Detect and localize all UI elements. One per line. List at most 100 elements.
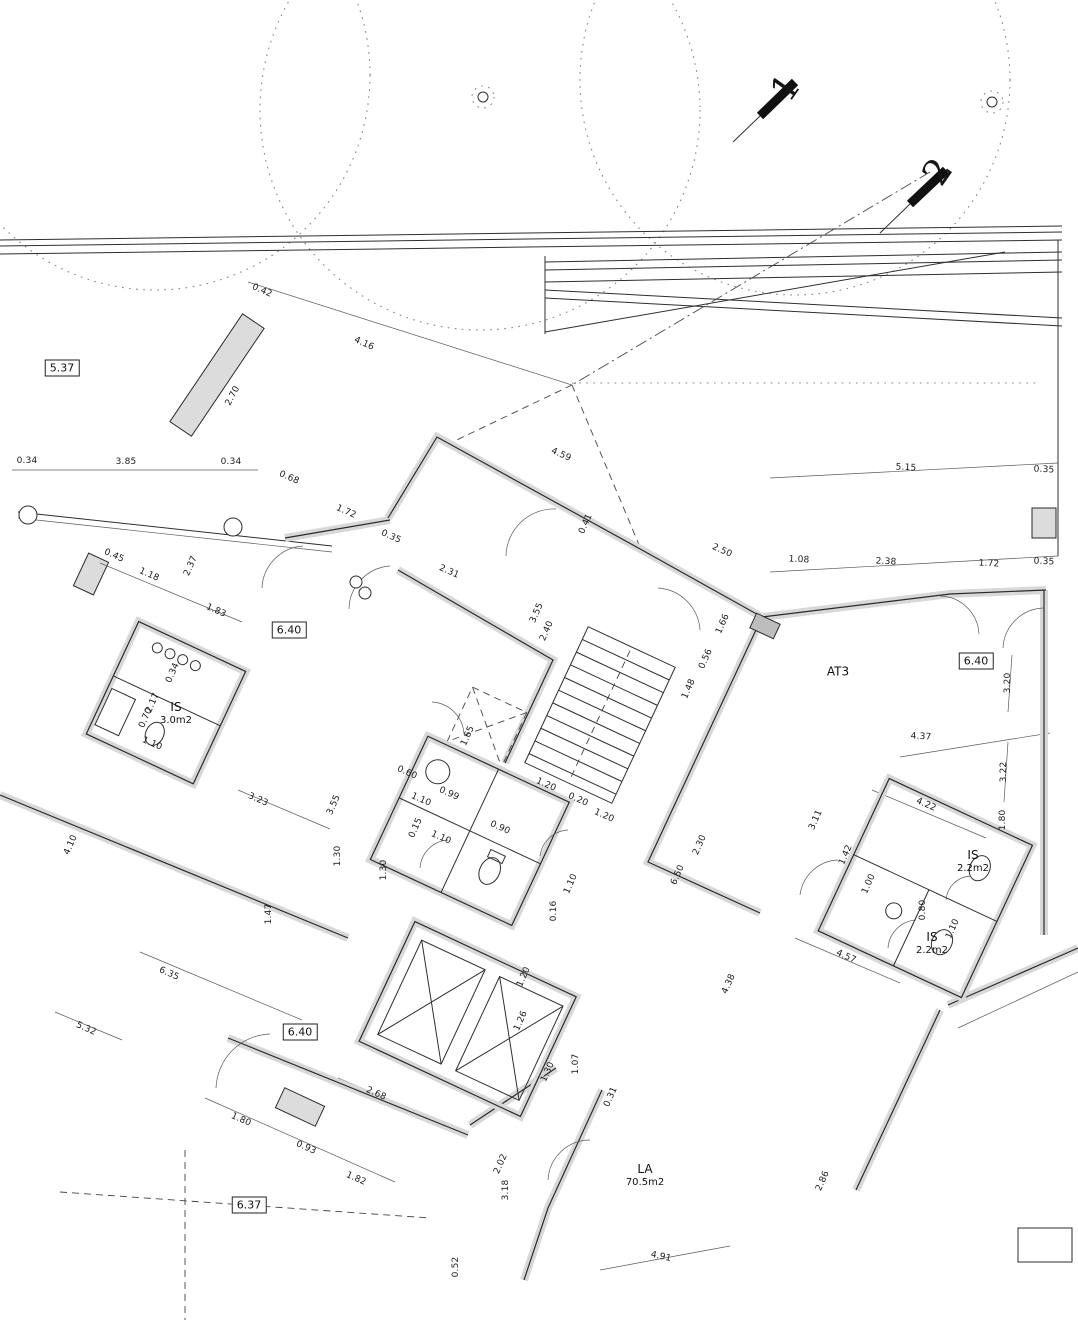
boxed-dimension-label: 5.37 xyxy=(44,359,80,377)
dimension-label: 1.30 xyxy=(539,1060,557,1084)
fence xyxy=(17,505,333,596)
dimension-label: 1.72 xyxy=(334,503,358,521)
dimension-label: 2.86 xyxy=(814,1169,832,1193)
dimension-label: 4.38 xyxy=(720,972,738,996)
dimension-label: 0.56 xyxy=(697,647,715,671)
room-label: AT3 xyxy=(826,664,850,679)
dimension-label: 1.08 xyxy=(788,554,810,566)
dimension-label: 0.68 xyxy=(277,469,301,487)
dimension-label: 0.34 xyxy=(220,457,242,467)
dimension-label: 0.34 xyxy=(164,661,182,685)
dimension-label: 1.00 xyxy=(860,872,878,896)
is-rooms-right xyxy=(812,773,1038,1003)
dimension-label: 5.15 xyxy=(895,462,917,474)
section-marker-number: 1 xyxy=(762,66,810,110)
wc-block-central xyxy=(365,730,575,931)
dimension-label: 3.18 xyxy=(501,1179,511,1201)
dimension-label: 1.30 xyxy=(379,859,389,881)
dimension-label: 0.93 xyxy=(294,1139,318,1157)
section-and-projection-lines xyxy=(441,78,1040,548)
dimension-label: 0.31 xyxy=(602,1085,620,1109)
dimension-label: 4.59 xyxy=(549,446,573,464)
boxed-dimension-label: 6.37 xyxy=(231,1196,267,1214)
dimension-label: 1.10 xyxy=(140,735,164,753)
dimension-label: 4.22 xyxy=(914,796,938,814)
room-name: LA xyxy=(637,1162,653,1176)
dimension-label: 4.91 xyxy=(649,1249,673,1265)
dimension-label: 6.50 xyxy=(669,863,687,887)
dimension-label: 1.20 xyxy=(534,776,558,794)
dimension-label: 0.52 xyxy=(451,1256,461,1278)
dimension-label: 2.50 xyxy=(710,542,734,560)
misc-symbols xyxy=(274,507,1078,1263)
dimension-label: 1.80 xyxy=(229,1111,253,1129)
room-name: AT3 xyxy=(826,664,850,679)
dimension-label: 2.70 xyxy=(223,384,243,408)
room-area: 2.2m2 xyxy=(956,863,990,874)
dimension-label: 4.10 xyxy=(62,833,80,857)
dimension-label: 1.82 xyxy=(344,1170,368,1188)
dimension-label: 1.48 xyxy=(680,677,698,701)
dimension-label: 0.35 xyxy=(379,528,403,546)
dimension-label: 3.22 xyxy=(999,761,1009,783)
room-name: IS xyxy=(967,848,979,862)
dimension-label: 1.26 xyxy=(512,1009,530,1033)
dimension-label: 4.16 xyxy=(352,335,376,353)
dimension-label: 3.55 xyxy=(528,601,546,625)
dimension-label: 1.10 xyxy=(409,791,433,809)
dimension-label: 1.07 xyxy=(571,1053,581,1075)
dimension-label: 1.65 xyxy=(459,724,477,748)
dimension-label: 5.32 xyxy=(74,1020,98,1038)
dimension-label: 2.68 xyxy=(364,1085,388,1103)
dimension-label: 0.42 xyxy=(250,282,274,300)
dimension-label: 1.80 xyxy=(998,809,1008,831)
dimension-label: 1.10 xyxy=(562,872,580,896)
section-marker-number: 2 xyxy=(914,150,962,194)
dimension-label: 1.20 xyxy=(515,965,533,989)
dimension-label: 0.16 xyxy=(549,900,559,922)
dimension-label: 0.35 xyxy=(1033,464,1055,476)
dimension-label: 2.30 xyxy=(691,833,709,857)
dimension-label: 2.37 xyxy=(182,554,200,578)
dimension-label: 0.41 xyxy=(577,512,595,536)
dimension-label: 0.90 xyxy=(488,819,512,837)
dimension-label: 3.85 xyxy=(115,457,137,467)
room-area: 2.2m2 xyxy=(915,945,949,956)
boxed-dimension-label: 6.40 xyxy=(282,1023,318,1041)
dimension-label: 1.10 xyxy=(429,829,453,847)
dimension-label: 1.83 xyxy=(204,602,228,620)
dimension-label: 0.15 xyxy=(407,816,425,840)
dimension-label: 0.70 xyxy=(137,706,155,730)
room-name: IS xyxy=(170,700,182,714)
site-dotted-circles xyxy=(0,0,1011,331)
dimension-label: 0.45 xyxy=(102,547,126,565)
is-room-left xyxy=(80,616,251,790)
dimension-label: 0.34 xyxy=(16,456,38,466)
boxed-dimension-label: 6.40 xyxy=(958,652,994,670)
dimension-label: 3.11 xyxy=(807,808,825,832)
dimension-label: 0.60 xyxy=(395,764,419,782)
dimension-label: 0.99 xyxy=(437,785,461,803)
dimension-label: 3.23 xyxy=(246,791,270,809)
dimension-label: 2.02 xyxy=(492,1152,510,1176)
dimension-label: 1.30 xyxy=(333,845,343,867)
dimension-label: 3.55 xyxy=(325,793,343,817)
door-arcs xyxy=(215,508,1045,1181)
dimension-label: 0.20 xyxy=(566,791,590,809)
dimension-label: 1.42 xyxy=(837,843,855,867)
dimension-label: 0.35 xyxy=(1033,556,1055,568)
detached-wall-segment xyxy=(169,313,265,437)
dimension-label: 1.72 xyxy=(978,558,1000,570)
dimension-label: 2.38 xyxy=(875,556,897,568)
boxed-dimension-label: 6.40 xyxy=(271,621,307,639)
dimension-label: 0.80 xyxy=(918,899,928,921)
dimension-label: 4.37 xyxy=(910,731,932,743)
staircase xyxy=(524,626,676,804)
elevator-shafts xyxy=(353,916,582,1122)
